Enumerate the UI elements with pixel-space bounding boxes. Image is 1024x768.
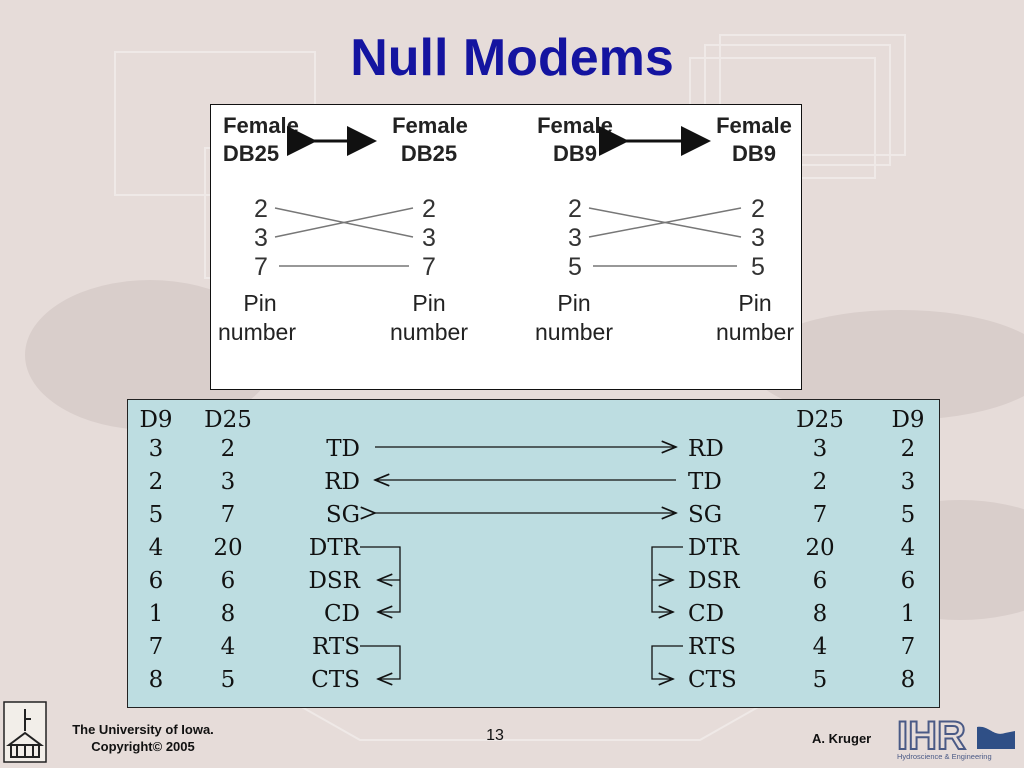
table-cell-left: CTS (311, 667, 360, 693)
table-cell-r-d9: 8 (901, 667, 916, 693)
table-cell-r-d9: 2 (901, 436, 916, 462)
db9-left-pin-2: 3 (568, 224, 582, 252)
right-rts-cts-loopback (651, 645, 683, 679)
db9-right-female: Female (716, 113, 792, 138)
db9-left-pin-3: 5 (568, 253, 582, 281)
db9-right-pin-1: 2 (751, 195, 765, 223)
table-cell-r-d25: 6 (813, 568, 828, 594)
db25-right-female: Female (392, 113, 468, 138)
db9-cross-wire-b (588, 207, 742, 238)
number-label-4: number (716, 319, 794, 345)
footer-copyright-year: Copyright© 2005 (91, 739, 195, 754)
table-cell-r-d25: 20 (805, 535, 834, 561)
page-number: 13 (486, 727, 504, 744)
table-cell-left: SG (326, 502, 360, 528)
db9-left-pin-1: 2 (568, 195, 582, 223)
table-cell-d9: 3 (149, 436, 164, 462)
table-cell-d9: 4 (149, 535, 164, 561)
number-label-1: number (218, 319, 296, 345)
left-rts-cts-loopback (360, 645, 401, 679)
table-cell-right: SG (688, 502, 722, 528)
db25-left-female: Female (223, 113, 299, 138)
table-cell-left: DTR (309, 535, 361, 561)
slide-title: Null Modems (350, 29, 674, 87)
table-cell-r-d9: 4 (901, 535, 916, 561)
table-cell-left: RTS (312, 634, 360, 660)
table-cell-right: CTS (688, 667, 737, 693)
table-cell-right: TD (688, 469, 722, 495)
db9-left-label: DB9 (553, 141, 597, 166)
table-cell-d25: 20 (213, 535, 242, 561)
db25-right-label: DB25 (401, 141, 457, 166)
pin-label-3: Pin (557, 290, 590, 316)
ihr-logo-icon: IHR Hydroscience & Engineering (893, 713, 1015, 763)
pin-label-4: Pin (738, 290, 771, 316)
university-logo-icon (3, 701, 47, 763)
table-cell-d25: 8 (221, 601, 236, 627)
table-cell-left: RD (324, 469, 360, 495)
db25-cross-wire-b (274, 207, 414, 238)
table-cell-left: CD (324, 601, 360, 627)
author-name: A. Kruger (812, 731, 872, 746)
table-cell-left: DSR (308, 568, 360, 594)
table-cell-r-d25: 4 (813, 634, 828, 660)
table-cell-r-d9: 1 (901, 601, 916, 627)
table-cell-d25: 2 (221, 436, 236, 462)
header-left-d25: D25 (204, 407, 252, 433)
table-cell-d9: 8 (149, 667, 164, 693)
table-cell-d9: 7 (149, 634, 164, 660)
db25-left-pin-1: 2 (254, 195, 268, 223)
db9-right-pin-2: 3 (751, 224, 765, 252)
db25-left-label: DB25 (223, 141, 279, 166)
db25-left-pin-3: 7 (254, 253, 268, 281)
table-cell-d9: 6 (149, 568, 164, 594)
db25-left-pin-2: 3 (254, 224, 268, 252)
ihr-logo-text: IHR (897, 714, 966, 758)
table-cell-d25: 3 (221, 469, 236, 495)
table-cell-r-d9: 6 (901, 568, 916, 594)
header-right-d9: D9 (891, 407, 924, 433)
table-cell-r-d9: 7 (901, 634, 916, 660)
table-cell-d25: 4 (221, 634, 236, 660)
table-cell-right: CD (688, 601, 724, 627)
db25-right-pin-2: 3 (422, 224, 436, 252)
db25-right-pin-3: 7 (422, 253, 436, 281)
footer-university: The University of Iowa. (72, 722, 214, 737)
pin-label-1: Pin (243, 290, 276, 316)
number-label-3: number (535, 319, 613, 345)
db9-right-pin-3: 5 (751, 253, 765, 281)
table-cell-r-d25: 5 (813, 667, 828, 693)
table-cell-d9: 5 (149, 502, 164, 528)
table-cell-right: RTS (688, 634, 736, 660)
table-cell-r-d25: 8 (813, 601, 828, 627)
table-cell-d25: 7 (221, 502, 236, 528)
table-cell-right: DTR (688, 535, 740, 561)
connector-diagram: Female DB25 Female DB25 Female DB9 Femal… (210, 104, 802, 390)
table-cell-r-d25: 3 (813, 436, 828, 462)
header-left-d9: D9 (139, 407, 172, 433)
table-cell-r-d25: 2 (813, 469, 828, 495)
db9-left-female: Female (537, 113, 613, 138)
number-label-2: number (390, 319, 468, 345)
table-cell-right: DSR (688, 568, 740, 594)
ihr-logo-subtext: Hydroscience & Engineering (897, 752, 992, 761)
table-cell-d25: 6 (221, 568, 236, 594)
table-cell-d9: 1 (149, 601, 164, 627)
table-cell-d25: 5 (221, 667, 236, 693)
table-cell-d9: 2 (149, 469, 164, 495)
table-cell-r-d9: 3 (901, 469, 916, 495)
table-cell-r-d25: 7 (813, 502, 828, 528)
footer-copyright: The University of Iowa. Copyright© 2005 (48, 721, 238, 755)
table-cell-right: RD (688, 436, 724, 462)
table-cell-r-d9: 5 (901, 502, 916, 528)
pin-label-2: Pin (412, 290, 445, 316)
db9-right-label: DB9 (732, 141, 776, 166)
header-right-d25: D25 (796, 407, 844, 433)
db25-right-pin-1: 2 (422, 195, 436, 223)
table-cell-left: TD (326, 436, 360, 462)
